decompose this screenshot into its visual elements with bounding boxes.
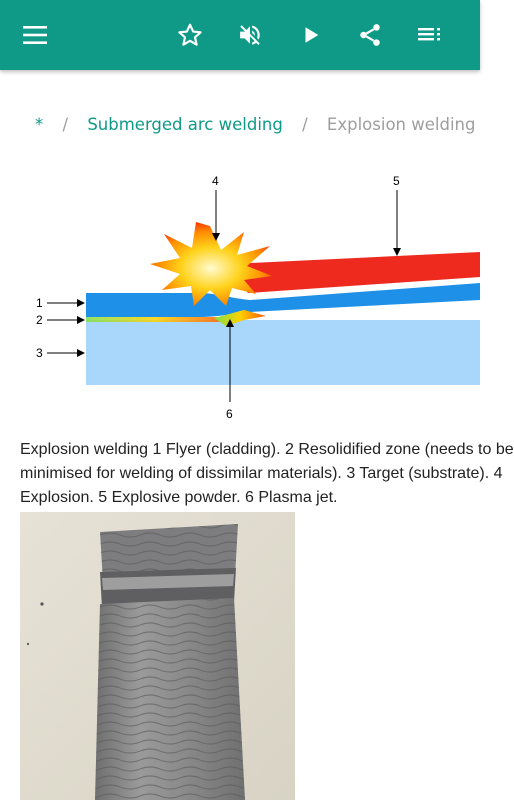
breadcrumb-current: Explosion welding	[326, 115, 476, 134]
explosion-burst	[150, 222, 272, 306]
caption-line: minimised for welding of dissimilar mate…	[20, 465, 503, 482]
figure-caption: Explosion welding 1 Flyer (cladding). 2 …	[20, 438, 514, 512]
app-toolbar	[0, 0, 480, 70]
resolidified-zone	[86, 317, 226, 322]
target-plate	[86, 320, 480, 385]
mute-button[interactable]	[229, 14, 271, 56]
diagram-label-1: 1	[36, 296, 43, 310]
explosion-welding-diagram: 1 2 3 4 5 6	[0, 160, 480, 430]
flyer-plate	[86, 283, 480, 317]
welded-sample-photo	[20, 512, 295, 800]
star-outline-icon	[178, 23, 202, 46]
menu-icon	[23, 26, 47, 44]
diagram-label-5: 5	[393, 174, 400, 188]
breadcrumb-parent-link[interactable]: Submerged arc welding	[87, 115, 283, 134]
breadcrumb: * / Submerged arc welding / Explosion we…	[35, 113, 475, 137]
favorite-button[interactable]	[169, 14, 211, 56]
diagram-label-3: 3	[36, 346, 43, 360]
breadcrumb-separator: /	[62, 115, 69, 134]
diagram-label-2: 2	[36, 313, 43, 327]
play-icon	[305, 27, 319, 43]
play-button[interactable]	[290, 14, 332, 56]
playlist-button[interactable]	[409, 14, 451, 56]
share-icon	[360, 24, 380, 46]
breadcrumb-separator: /	[302, 115, 308, 134]
diagram-label-4: 4	[212, 174, 219, 188]
playlist-icon	[418, 28, 440, 41]
diagram-label-6: 6	[226, 407, 233, 421]
explosive-powder	[230, 252, 480, 293]
menu-button[interactable]	[14, 14, 56, 56]
caption-line: Explosion. 5 Explosive powder. 6 Plasma …	[20, 489, 338, 506]
volume-off-icon	[240, 25, 260, 45]
breadcrumb-home-link[interactable]: *	[35, 115, 44, 134]
caption-line: Explosion welding 1 Flyer (cladding). 2 …	[20, 441, 514, 458]
share-button[interactable]	[349, 14, 391, 56]
